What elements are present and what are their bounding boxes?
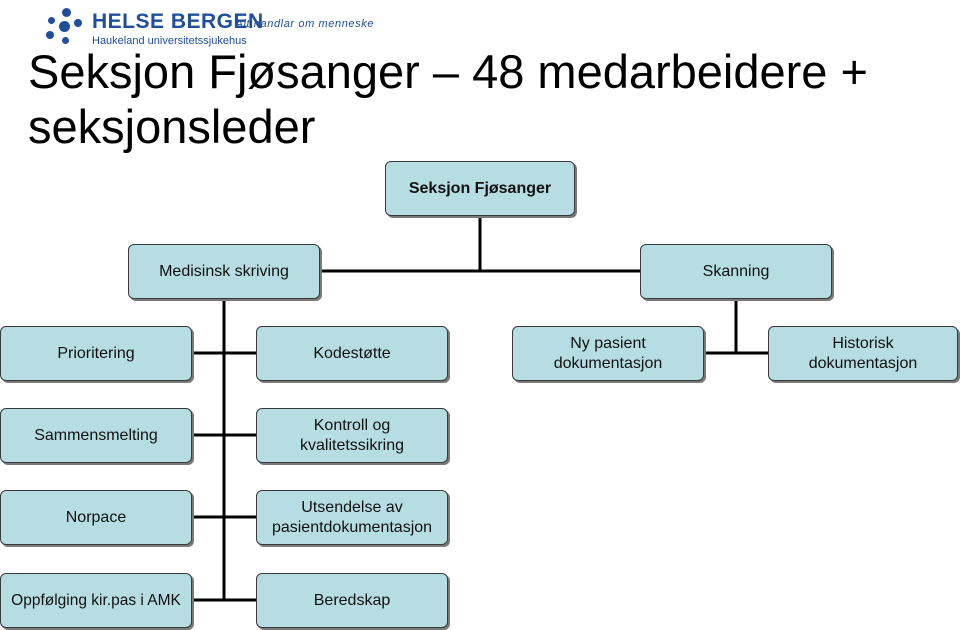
logo-name: HELSE BERGEN	[92, 10, 264, 33]
logo-dot	[74, 19, 82, 27]
logo-dot	[46, 31, 54, 39]
org-node-beredskap: Beredskap	[256, 573, 448, 628]
page-title: Seksjon Fjøsanger – 48 medarbeidere + se…	[28, 45, 868, 153]
org-node-kontroll-og-kvalitetssikring: Kontroll og kvalitetssikring	[256, 408, 448, 463]
logo-dot	[62, 8, 71, 17]
logo-subtitle: Haukeland universitetssjukehus	[92, 35, 247, 47]
logo-dot	[48, 17, 55, 24]
org-node-sammensmelting: Sammensmelting	[0, 408, 192, 463]
org-node-norpace: Norpace	[0, 490, 192, 545]
logo-dot	[62, 37, 69, 44]
org-node-seksjon-fjosanger: Seksjon Fjøsanger	[385, 161, 575, 216]
helse-bergen-logo: HELSE BERGEN Haukeland universitetssjuke…	[42, 6, 382, 50]
org-node-prioritering: Prioritering	[0, 326, 192, 381]
org-node-utsendelse: Utsendelse av pasientdokumentasjon	[256, 490, 448, 545]
org-node-ny-pasient-dokumentasjon: Ny pasient dokumentasjon	[512, 326, 704, 381]
logo-slogan: - Alt handlar om menneske	[228, 18, 375, 30]
org-node-historisk-dokumentasjon: Historisk dokumentasjon	[768, 326, 958, 381]
org-node-oppfolging-kir-pas-amk: Oppfølging kir.pas i AMK	[0, 573, 192, 628]
org-node-medisinsk-skriving: Medisinsk skriving	[128, 244, 320, 299]
org-node-kodestotte: Kodestøtte	[256, 326, 448, 381]
logo-dot	[59, 21, 70, 32]
org-node-skanning: Skanning	[640, 244, 832, 299]
